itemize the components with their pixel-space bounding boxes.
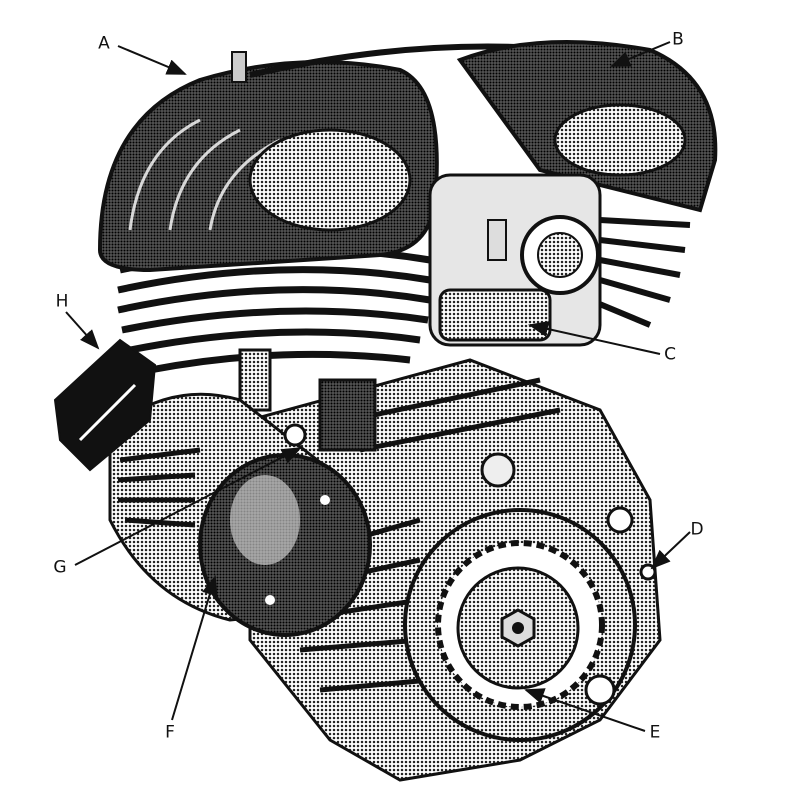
rear-cylinder (456, 40, 718, 328)
callout-leader-e (524, 688, 646, 732)
callout-label-d: D (690, 519, 704, 540)
callout-label-c: C (664, 344, 676, 365)
callout-label-f: F (165, 722, 175, 743)
callout-leader-f (171, 575, 218, 721)
callout-label-a: A (98, 33, 110, 54)
callout-leader-h (65, 311, 100, 350)
callout-leader-d (650, 531, 691, 570)
carburetor (428, 173, 602, 347)
callout-leader-b (610, 41, 671, 67)
callout-leader-a (117, 45, 187, 75)
callout-label-g: G (53, 557, 67, 578)
callout-label-b: B (672, 29, 684, 50)
callout-label-h: H (55, 291, 69, 312)
callout-label-e: E (649, 722, 661, 743)
generator (108, 392, 372, 637)
callout-lines (65, 41, 691, 732)
relay-box (53, 338, 157, 472)
callout-leader-c (528, 321, 661, 355)
timing-gear (403, 452, 657, 742)
front-cylinder (97, 43, 541, 452)
callout-leader-g (74, 447, 302, 566)
